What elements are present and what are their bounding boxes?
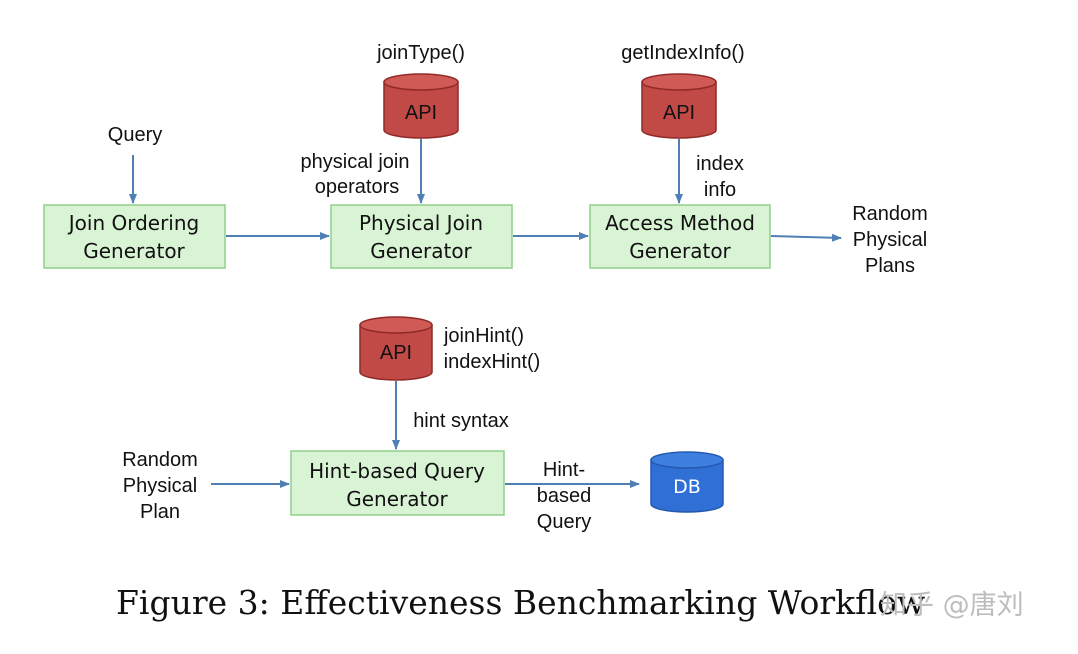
join-ordering-label-line1: Join Ordering: [67, 211, 200, 235]
random-physical-plan-label-line1: Random: [122, 449, 198, 471]
api-cylinder-hints: API: [359, 316, 433, 381]
access-method-generator-box: Access Method Generator: [589, 204, 771, 269]
join-type-call-label: joinType(): [376, 42, 465, 64]
physical-join-label-line2: Generator: [370, 239, 472, 263]
random-physical-plan-label-line3: Plan: [140, 501, 180, 523]
hint-query-label-line2: Generator: [346, 487, 448, 511]
index-hint-call-label: indexHint(): [444, 351, 541, 373]
api-label: API: [405, 102, 437, 124]
index-info-label-line1: index: [696, 153, 744, 175]
db-cylinder: DB: [650, 451, 724, 513]
random-physical-plans-label-line1: Random: [852, 203, 928, 225]
hint-based-query-generator-box: Hint-based Query Generator: [290, 450, 505, 516]
figure-caption: Figure 3: Effectiveness Benchmarking Wor…: [116, 583, 925, 622]
hint-based-query-label-line1: Hint-: [543, 459, 585, 481]
get-index-info-call-label: getIndexInfo(): [621, 42, 744, 64]
random-physical-plan-label-line2: Physical: [123, 475, 197, 497]
hint-query-label-line1: Hint-based Query: [309, 459, 485, 483]
hint-syntax-label: hint syntax: [413, 410, 509, 432]
watermark: 知乎 @唐刘: [880, 590, 1024, 621]
access-method-label-line1: Access Method: [605, 211, 755, 235]
hint-based-query-label-line2: based: [537, 485, 592, 507]
physical-join-operators-label-line1: physical join: [301, 151, 410, 173]
query-label: Query: [108, 124, 162, 146]
api-label: API: [663, 102, 695, 124]
join-ordering-label-line2: Generator: [83, 239, 185, 263]
join-hint-call-label: joinHint(): [443, 325, 524, 347]
api-label: API: [380, 342, 412, 364]
random-physical-plans-label-line2: Physical: [853, 229, 927, 251]
api-cylinder-get-index-info: API: [641, 73, 717, 139]
physical-join-operators-label-line2: operators: [315, 176, 400, 198]
db-label: DB: [673, 476, 701, 498]
index-info-label-line2: info: [704, 179, 736, 201]
random-physical-plans-label-line3: Plans: [865, 255, 915, 277]
hint-based-query-label-line3: Query: [537, 511, 591, 533]
physical-join-generator-box: Physical Join Generator: [330, 204, 513, 269]
physical-join-label-line1: Physical Join: [359, 211, 483, 235]
api-cylinder-join-type: API: [383, 73, 459, 139]
join-ordering-generator-box: Join Ordering Generator: [43, 204, 226, 269]
access-method-label-line2: Generator: [629, 239, 731, 263]
arrow-access-method-to-plans: [770, 233, 842, 242]
